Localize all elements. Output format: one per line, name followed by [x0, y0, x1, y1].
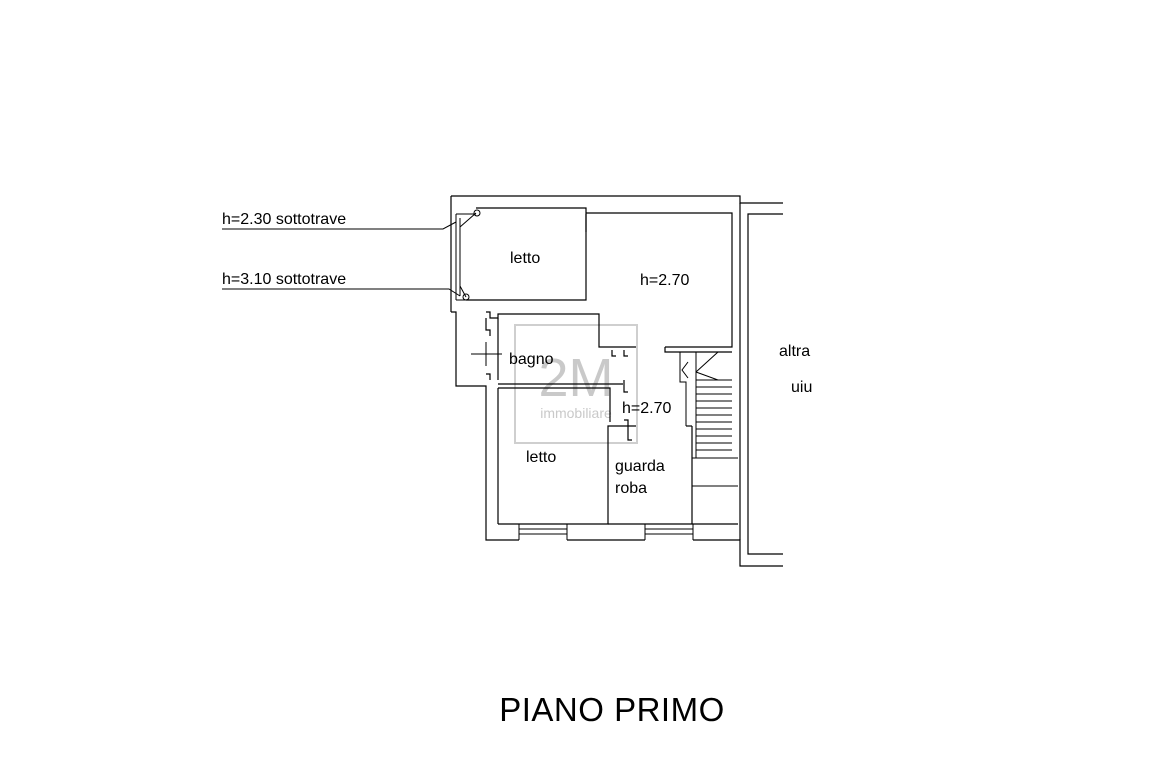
room-height-mid: h=2.70: [622, 400, 671, 417]
room-label-bedroom-top: letto: [510, 250, 540, 267]
annotation-ceiling-high: h=3.10 sottotrave: [222, 271, 346, 288]
room-label-bathroom: bagno: [509, 351, 554, 368]
room-label-other-unit-line1: altra: [779, 343, 810, 360]
plan-title: PIANO PRIMO: [499, 691, 725, 728]
leader-line-bottom: [222, 288, 461, 297]
bedroom-top-walls: [466, 207, 733, 348]
staircase: [664, 347, 732, 458]
room-label-other-unit-line2: uiu: [791, 379, 812, 396]
room-label-wardrobe-line2: roba: [615, 480, 647, 497]
watermark-logo: 2M immobiliare: [514, 324, 638, 444]
room-label-bedroom-bottom: letto: [526, 449, 556, 466]
window-bottom-right: [644, 523, 694, 540]
bathroom-walls: [471, 311, 636, 524]
annotation-ceiling-low: h=2.30 sottotrave: [222, 211, 346, 228]
room-label-wardrobe-line1: guarda: [615, 458, 665, 475]
leader-line-top: [222, 221, 457, 230]
room-height-top: h=2.70: [640, 272, 689, 289]
watermark-text: immobiliare: [540, 405, 612, 421]
balcony-frame: [455, 209, 481, 301]
outer-walls: [450, 195, 783, 567]
window-bottom-left: [518, 523, 568, 540]
watermark-mark: 2M: [538, 348, 613, 408]
